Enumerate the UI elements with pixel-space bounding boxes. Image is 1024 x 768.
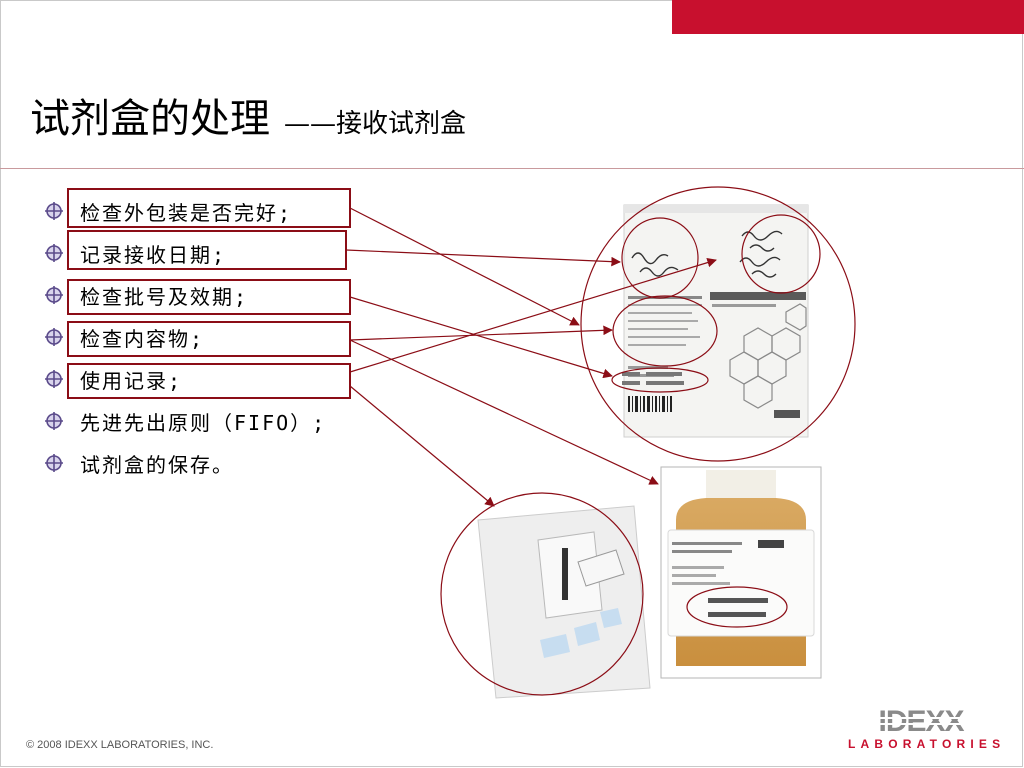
title-dash: —— — [284, 109, 336, 139]
list-item: 记录接收日期; — [44, 232, 326, 274]
logo-subtext: LABORATORIES — [848, 737, 1006, 751]
crosshair-bullet-icon — [45, 454, 63, 472]
highlight-box-packaging — [67, 188, 351, 228]
bullet-text: 记录接收日期; — [80, 242, 227, 267]
bullet-text: 检查内容物; — [80, 326, 205, 351]
kit-box-highlight-circle — [580, 186, 856, 462]
lot-expiry-label — [622, 372, 684, 385]
crosshair-bullet-icon — [45, 370, 63, 388]
highlight-box-contents — [67, 321, 351, 357]
packet-highlight-circle — [440, 492, 644, 696]
bottle-lot-expiry-highlight-oval — [686, 586, 788, 628]
arrow-usage-to-packet — [349, 385, 495, 507]
crosshair-bullet-icon — [45, 244, 63, 262]
highlight-box-lot-expiry — [67, 279, 351, 315]
arrow-contents — [349, 325, 613, 341]
highlight-box-usage-log — [67, 363, 351, 399]
copyright-footer: © 2008 IDEXX LABORATORIES, INC. — [26, 739, 214, 751]
bullet-text: 先进先出原则（FIFO）; — [80, 410, 327, 435]
list-item: 检查内容物; — [44, 316, 326, 358]
arrow-packaging-to-contents — [349, 207, 580, 326]
list-item: 试剂盒的保存。 — [44, 442, 326, 484]
crosshair-bullet-icon — [45, 202, 63, 220]
bullet-text: 试剂盒的保存。 — [80, 452, 234, 477]
bullet-text: 检查外包装是否完好; — [80, 200, 293, 225]
bullet-list: 检查外包装是否完好; 记录接收日期; 检查批号及效期; 检查内容物; 使用记录;… — [44, 190, 326, 484]
handwritten-plates-note — [739, 230, 783, 278]
lot-expiry-highlight-oval — [611, 367, 709, 393]
reagent-bottle-photo — [660, 466, 822, 679]
kit-box-photo — [622, 204, 809, 438]
handwritten-received-note — [631, 252, 679, 277]
title-divider — [0, 168, 1024, 169]
list-item: 先进先出原则（FIFO）; — [44, 400, 326, 442]
crosshair-bullet-icon — [45, 412, 63, 430]
arrow-lot-expiry — [349, 296, 613, 379]
list-item: 检查批号及效期; — [44, 274, 326, 316]
plates-note-highlight-circle — [741, 214, 821, 294]
arrow-receipt-date — [345, 249, 621, 267]
bullet-text: 使用记录; — [80, 368, 183, 393]
arrow-contents-to-bottle — [349, 339, 659, 485]
crosshair-bullet-icon — [45, 328, 63, 346]
bullet-text: 检查批号及效期; — [80, 284, 249, 309]
accent-bar — [672, 0, 1024, 34]
received-date-highlight-circle — [621, 217, 699, 299]
list-item: 使用记录; — [44, 358, 326, 400]
title-main: 试剂盒的处理 — [30, 96, 270, 142]
arrow-usage-log — [349, 257, 717, 373]
list-item: 检查外包装是否完好; — [44, 190, 326, 232]
idexx-logo: IDEXX — [846, 705, 996, 738]
kit-contents-packet-photo — [477, 505, 651, 699]
logo-wordmark: IDEXX — [878, 705, 964, 738]
slide-title: 试剂盒的处理 ——接收试剂盒 — [30, 86, 466, 144]
title-subtitle: 接收试剂盒 — [336, 109, 467, 139]
highlight-box-receipt-date — [67, 230, 347, 270]
crosshair-bullet-icon — [45, 286, 63, 304]
contents-highlight-oval — [612, 295, 718, 367]
